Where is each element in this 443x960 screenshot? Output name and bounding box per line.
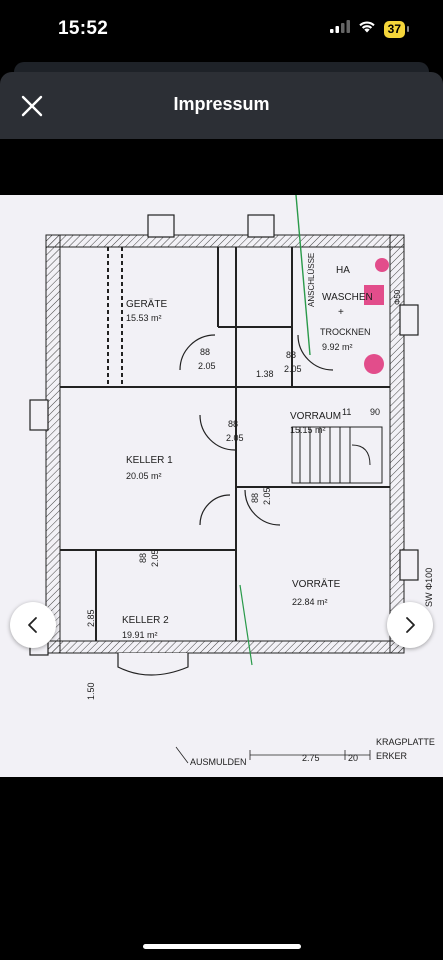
dim-90: 90: [370, 407, 380, 417]
room-vorraete-area: 22.84 m²: [292, 597, 328, 607]
room-geraete-area: 15.53 m²: [126, 313, 162, 323]
door-a-height: 2.05: [198, 361, 216, 371]
door-a-width: 88: [200, 347, 210, 357]
dimension-lines: [175, 746, 371, 764]
dim-1-38: 1.38: [256, 369, 274, 379]
dim-2-85: 2.85: [86, 609, 96, 627]
room-keller2-name: KELLER 2: [122, 615, 169, 626]
floor-plan-image[interactable]: GERÄTE 15.53 m² HA WASCHEN + TROCKNEN 9.…: [0, 195, 443, 777]
outer-walls: [45, 234, 405, 654]
door-c-width: 88: [228, 419, 238, 429]
label-kragplatte: KRAGPLATTE: [376, 737, 435, 747]
modal-header: Impressum: [0, 72, 443, 139]
room-vorraum-area: 15.15 m²: [290, 425, 326, 435]
room-waschen-line2: WASCHEN: [322, 292, 373, 303]
dim-1-50: 1.50: [86, 682, 96, 700]
label-anschluesse: ANSCHLÜSSE: [307, 253, 316, 307]
status-time: 15:52: [58, 18, 109, 39]
wifi-icon: [358, 20, 376, 38]
dim-11: 11: [342, 407, 351, 417]
room-waschen-line3: +: [338, 307, 344, 318]
page-title: Impressum: [173, 94, 270, 114]
dim-2-75: 2.75: [302, 753, 320, 763]
close-icon: [21, 95, 43, 117]
chevron-left-icon: [28, 617, 37, 633]
chevron-right-icon: [406, 617, 415, 633]
home-indicator[interactable]: [143, 944, 301, 949]
label-ausmulden: AUSMULDEN: [190, 757, 247, 767]
status-bar: 15:52 37: [0, 0, 443, 62]
signal-icon: [329, 20, 350, 38]
label-erker: ERKER: [376, 751, 408, 761]
windows: [29, 214, 419, 676]
door-e-height: 2.05: [150, 549, 160, 567]
room-keller1-area: 20.05 m²: [126, 471, 162, 481]
previous-image-button[interactable]: [10, 602, 56, 648]
door-c-height: 2.05: [226, 433, 244, 443]
door-d-height: 2.05: [262, 487, 272, 505]
room-waschen-line4: TROCKNEN: [320, 327, 371, 337]
room-vorraum-name: VORRAUM: [290, 411, 341, 422]
door-arcs: [179, 334, 334, 526]
room-vorraete-name: VORRÄTE: [292, 578, 341, 590]
room-keller1-name: KELLER 1: [126, 455, 173, 466]
label-d050: Φ50: [393, 289, 402, 305]
room-waschen-line1: HA: [336, 265, 350, 276]
battery-icon: 37: [383, 20, 410, 38]
room-geraete-name: GERÄTE: [126, 298, 167, 310]
door-b-width: 88: [286, 350, 296, 360]
dim-20: 20: [348, 753, 358, 763]
room-keller2-area: 19.91 m²: [122, 630, 158, 640]
door-e-width: 88: [138, 553, 148, 563]
door-d-width: 88: [250, 493, 260, 503]
label-sw100: SW Φ100: [424, 568, 434, 607]
stairs: [291, 426, 383, 484]
next-image-button[interactable]: [387, 602, 433, 648]
sanitary-fixtures: [364, 258, 389, 374]
door-b-height: 2.05: [284, 364, 302, 374]
inner-walls: [60, 247, 390, 641]
close-button[interactable]: [18, 92, 46, 120]
status-icons: 37: [329, 20, 410, 38]
room-waschen-area: 9.92 m²: [322, 342, 353, 352]
